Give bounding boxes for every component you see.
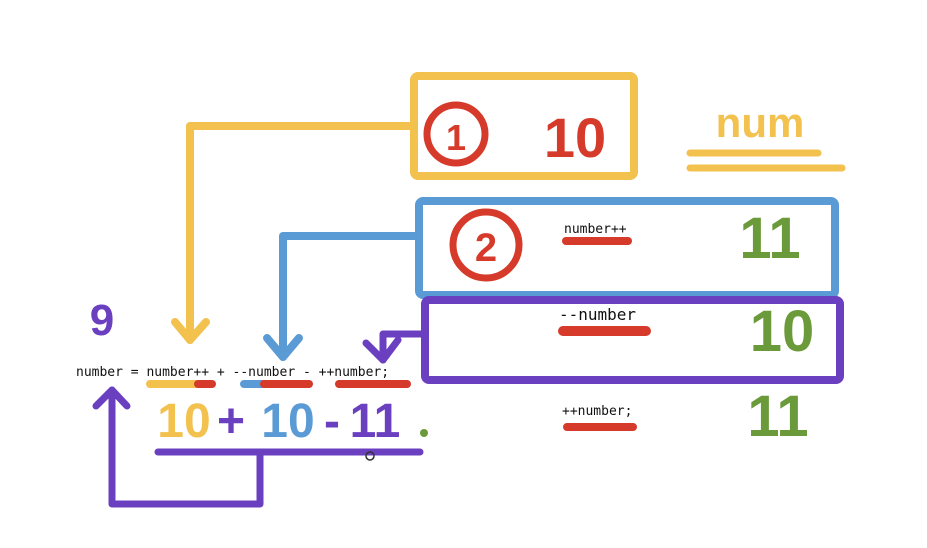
eval-part-2: + (217, 395, 245, 448)
result-value: 9 (90, 296, 114, 345)
step1-value: 10 (544, 106, 606, 169)
evaluation-group: 10 + 10 - 11 9 (90, 296, 428, 508)
step2-box (415, 197, 839, 299)
step2-connector (279, 232, 423, 361)
result-connector (108, 386, 264, 508)
eval-dot (420, 429, 428, 437)
step1-connector (186, 122, 418, 344)
step1-group: 1 10 (171, 72, 638, 344)
step2-group: 2 number++ 11 (263, 197, 839, 361)
eval-part-1: 10 (157, 395, 210, 448)
step-label-postincrement: number++ (564, 222, 627, 237)
eval-small-circle (365, 451, 375, 461)
step2-number: 2 (475, 226, 497, 270)
num-label: num (716, 99, 805, 146)
step4-group: ++number; 11 (562, 384, 809, 449)
expression-text: number = number++ + --number - ++number; (76, 365, 389, 380)
num-label-group: num (686, 99, 846, 172)
eval-part-5: 11 (350, 395, 401, 448)
step-value-preincrement: 11 (747, 384, 808, 449)
step3-box (421, 296, 844, 384)
step2-arrowhead (263, 334, 303, 361)
step-value-postincrement: 11 (739, 206, 800, 271)
expression-group: number = number++ + --number - ++number; (76, 365, 411, 388)
step1-number: 1 (446, 117, 466, 158)
step3-connector (379, 330, 429, 364)
eval-part-4: - (324, 395, 340, 448)
result-arrowhead (92, 386, 131, 410)
step-value-predecrement: 10 (750, 299, 815, 364)
step1-circle (423, 101, 489, 167)
step3-group: --number 10 (362, 296, 844, 384)
eval-part-3: 10 (261, 395, 314, 448)
step-label-predecrement: --number (559, 305, 636, 324)
step1-arrowhead (171, 318, 210, 344)
step2-circle (449, 208, 523, 282)
step-label-preincrement: ++number; (562, 404, 632, 419)
step3-arrowhead (362, 336, 402, 364)
